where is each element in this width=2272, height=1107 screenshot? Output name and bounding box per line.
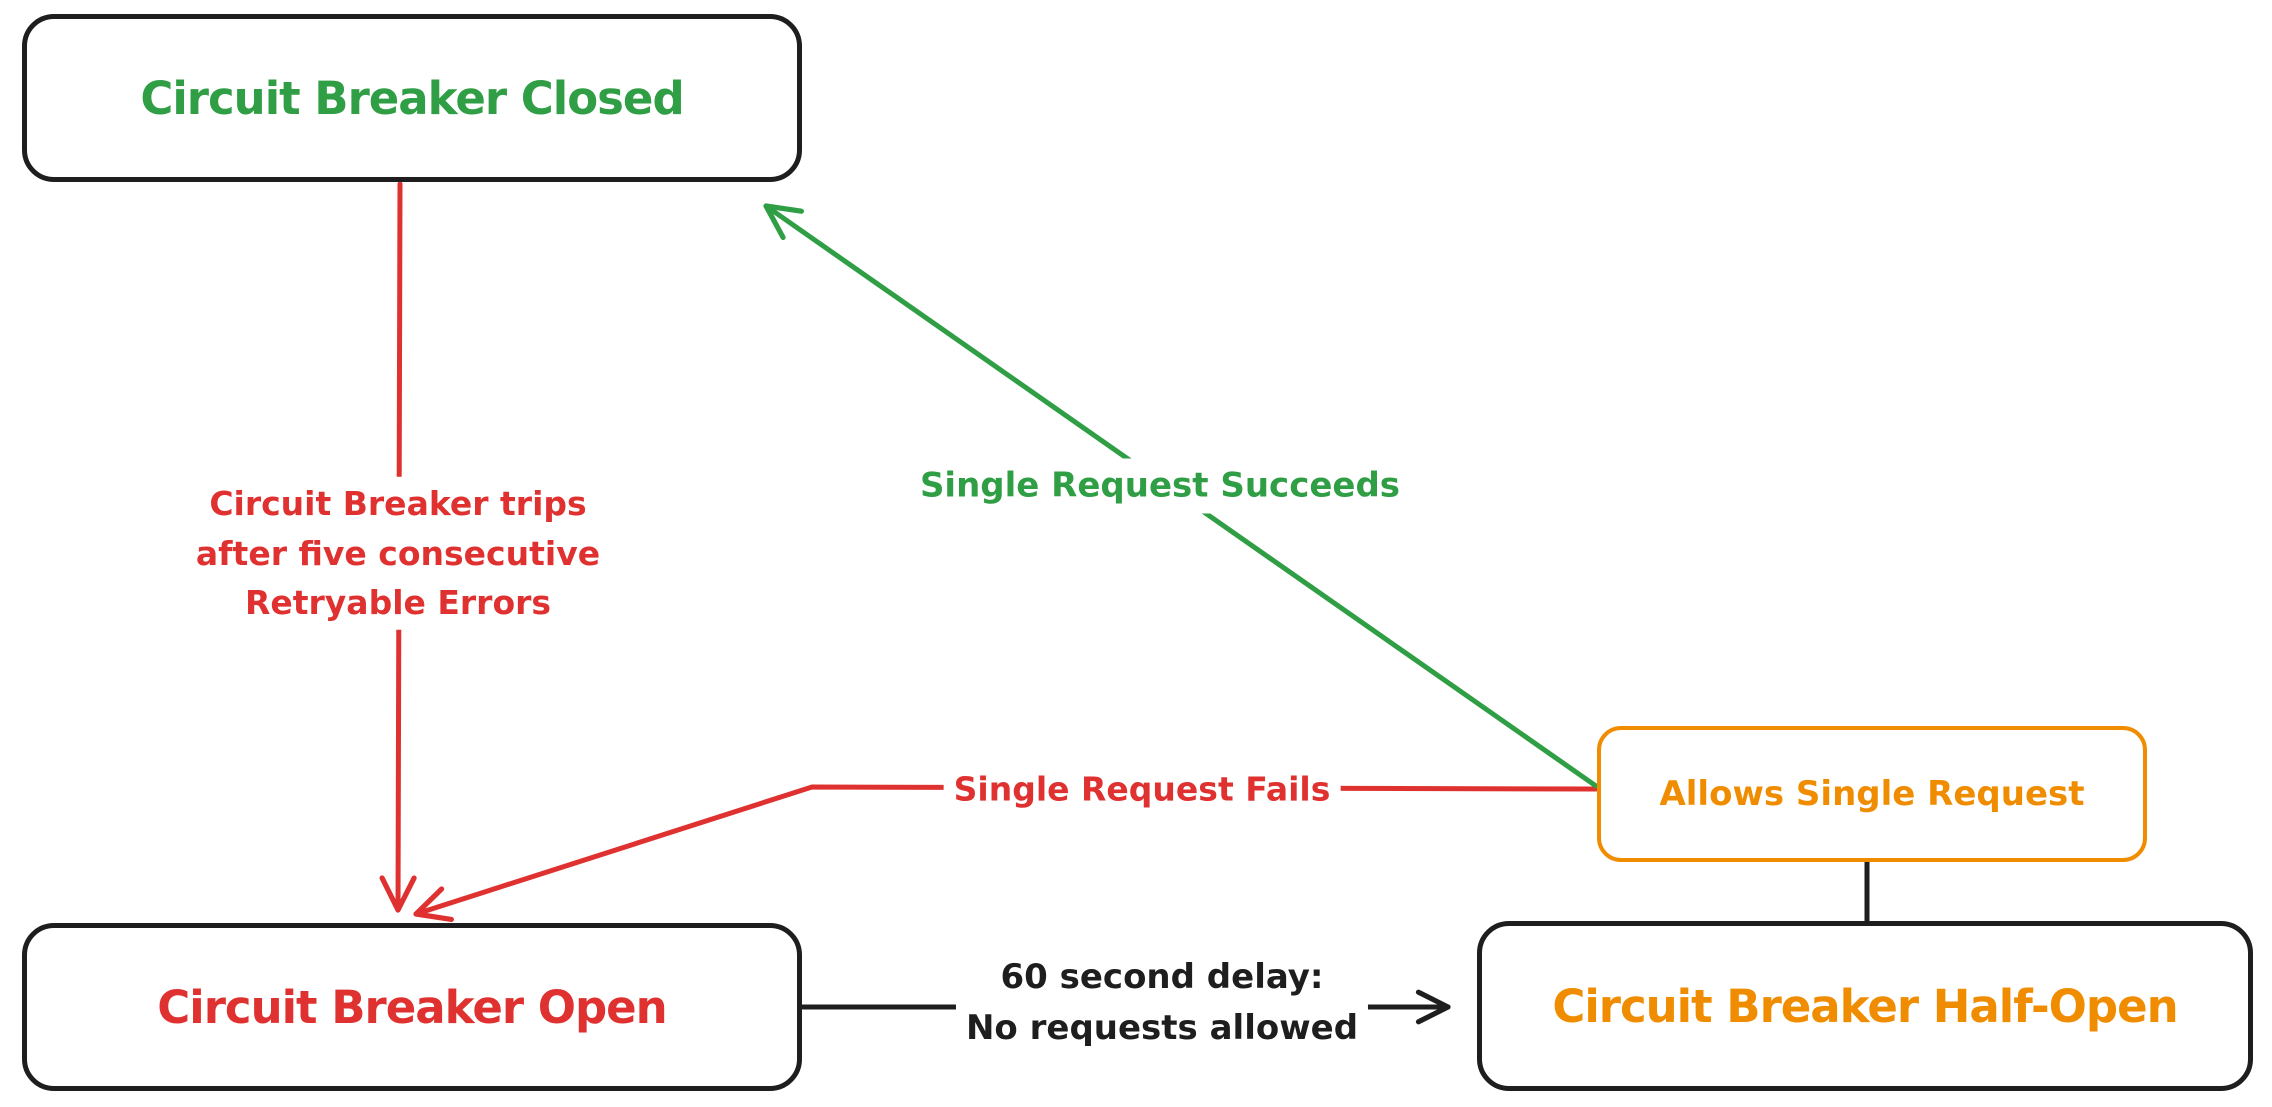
node-allows-single-request-label: Allows Single Request: [1659, 774, 2085, 814]
state-node-half-open-label: Circuit Breaker Half-Open: [1552, 979, 2178, 1033]
state-node-half-open: Circuit Breaker Half-Open: [1477, 921, 2253, 1091]
edge-label-trip-line-1: Circuit Breaker trips: [209, 483, 587, 523]
edge-label-trip-line-3: Retryable Errors: [244, 582, 552, 622]
edge-label-delay: 60 second delay: No requests allowed: [955, 950, 1369, 1056]
edge-label-delay-line-1: 60 second delay:: [1000, 957, 1324, 997]
edge-label-fails-text: Single Request Fails: [953, 769, 1331, 809]
edge-label-succeeds: Single Request Succeeds: [909, 458, 1411, 514]
edge-label-fails: Single Request Fails: [943, 762, 1341, 816]
edge-label-trip: Circuit Breaker trips after five consecu…: [185, 476, 611, 630]
state-node-open: Circuit Breaker Open: [22, 923, 802, 1091]
node-allows-single-request: Allows Single Request: [1597, 726, 2147, 862]
edge-label-trip-line-2: after five consecutive: [195, 533, 601, 573]
state-node-open-label: Circuit Breaker Open: [157, 980, 667, 1034]
edge-label-succeeds-text: Single Request Succeeds: [919, 465, 1401, 506]
state-node-closed-label: Circuit Breaker Closed: [140, 71, 684, 125]
state-node-closed: Circuit Breaker Closed: [22, 14, 802, 182]
edge-label-delay-line-2: No requests allowed: [965, 1008, 1359, 1048]
